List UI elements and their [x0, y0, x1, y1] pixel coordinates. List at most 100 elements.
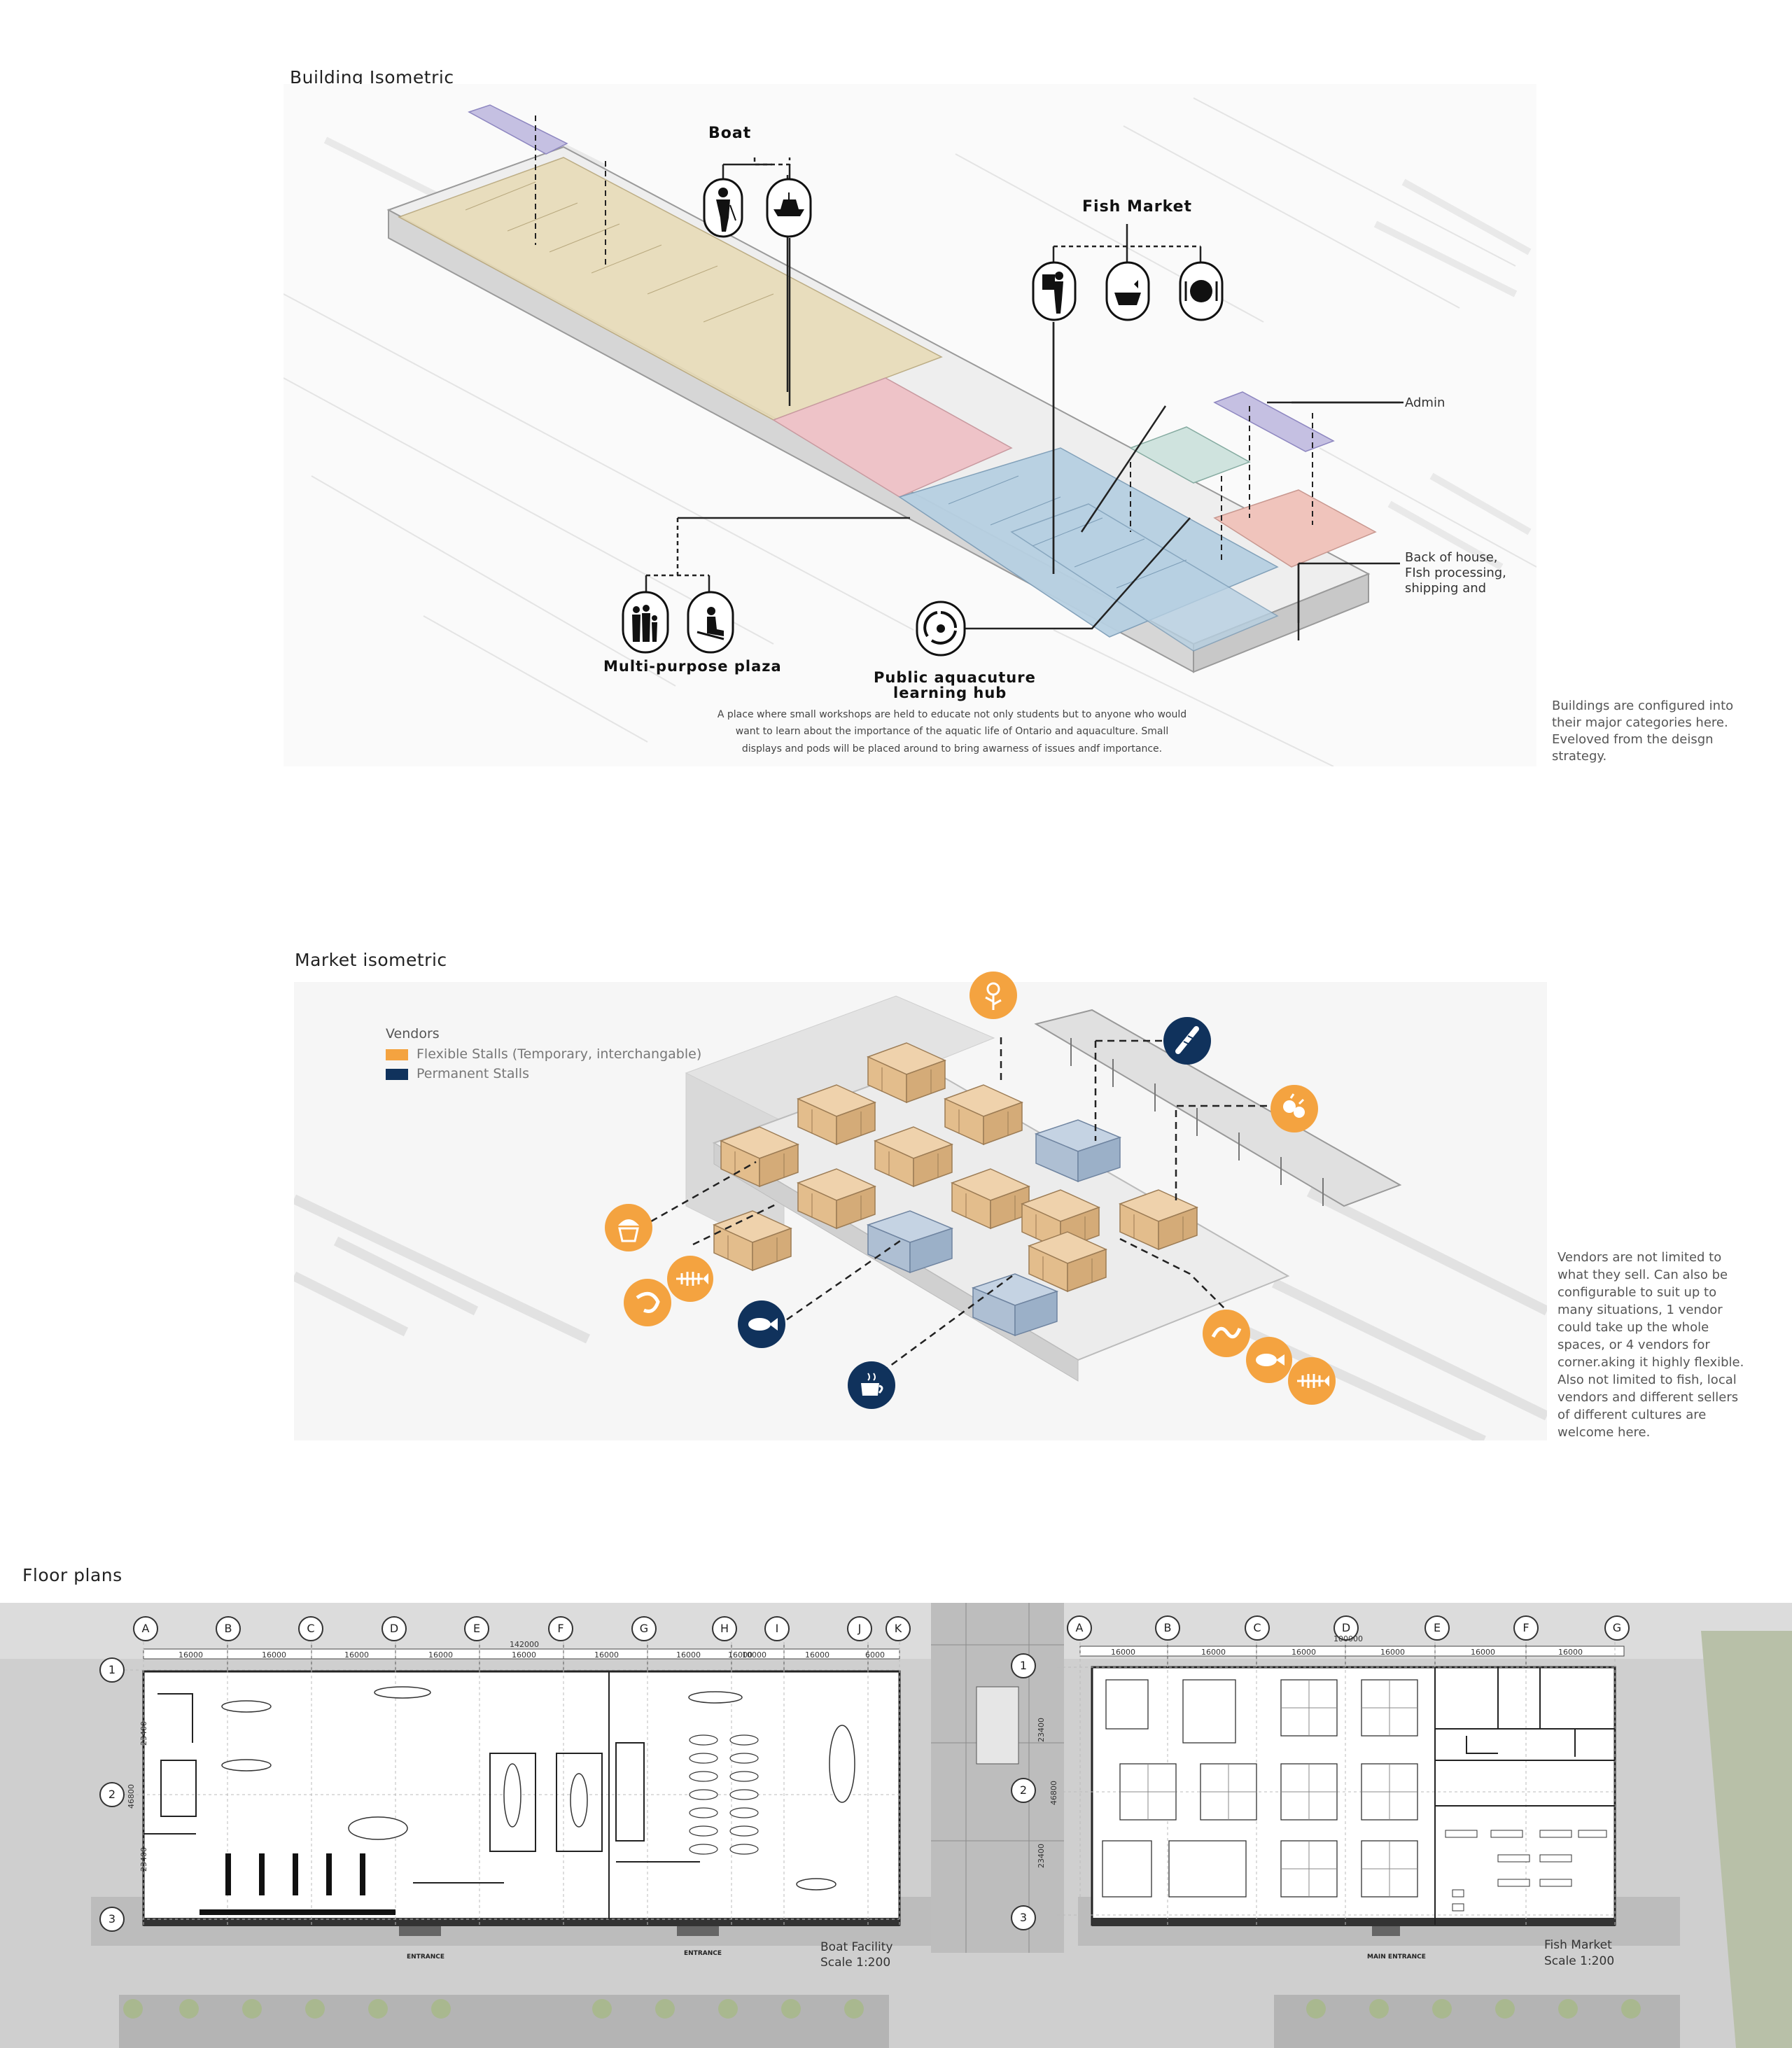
porter-icon [1032, 261, 1077, 321]
floor-plans-site [0, 1603, 1792, 2048]
fm-grid-a: A [1067, 1615, 1092, 1641]
grid-b: B [216, 1616, 241, 1641]
boat-bay-dim-9: 10000 [742, 1650, 766, 1660]
fish-basket-icon [1105, 261, 1150, 321]
boat-bay-dim-2: 16000 [262, 1650, 286, 1660]
boat-bay-dim-5: 16000 [512, 1650, 536, 1660]
grid-j: J [847, 1616, 872, 1641]
shrimp-icon [624, 1279, 671, 1326]
fm-row-dim-2: 46800 [1049, 1781, 1058, 1805]
fm-grid-c: C [1245, 1615, 1270, 1641]
fm-bay-dim-5: 16000 [1471, 1648, 1495, 1657]
market-note-8: Also not limited to fish, local [1558, 1373, 1737, 1387]
market-note-2: what they sell. Can also be [1558, 1268, 1728, 1282]
building-note-4: strategy. [1552, 749, 1607, 764]
grid-f: F [548, 1616, 573, 1641]
fm-main-entrance: MAIN ENTRANCE [1367, 1954, 1426, 1961]
market-note-3: configurable to suit up to [1558, 1285, 1717, 1300]
market-note-6: spaces, or 4 vendors for [1558, 1338, 1710, 1352]
fm-grid-b: B [1155, 1615, 1180, 1641]
market-note-11: welcome here. [1558, 1425, 1651, 1440]
dining-plate-icon [1179, 261, 1224, 321]
market-note-9: vendors and different sellers [1558, 1390, 1739, 1405]
boat-row-dim-3: 23400 [139, 1847, 148, 1872]
boat-bay-dim-7: 16000 [676, 1650, 701, 1660]
grid-h: H [712, 1616, 737, 1641]
building-note-2: their major categories here. [1552, 715, 1728, 730]
market-note-7: corner.aking it highly flexible. [1558, 1355, 1744, 1370]
fm-grid-row-2: 2 [1011, 1778, 1036, 1803]
vegetables-icon [1270, 1085, 1318, 1132]
back-of-house-label-3: shipping and [1405, 581, 1487, 596]
fm-grid-e: E [1424, 1615, 1450, 1641]
grid-i: I [764, 1616, 790, 1641]
boat-row-dim-1: 23400 [139, 1721, 148, 1746]
floor-plans-title: Floor plans [22, 1565, 122, 1585]
grid-d: D [382, 1616, 407, 1641]
boat-entrance-2: ENTRANCE [684, 1950, 722, 1957]
grid-row-3: 3 [99, 1907, 125, 1932]
boat-bay-dim-8: 16000 [728, 1650, 752, 1660]
fm-plan-label-1: Fish Market [1544, 1938, 1612, 1952]
fisherman-icon [703, 178, 743, 238]
market-stalls [650, 1037, 1267, 1373]
boat-bay-dim-1: 16000 [178, 1650, 203, 1660]
fm-grid-f: F [1513, 1615, 1539, 1641]
fm-grid-row-1: 1 [1011, 1653, 1036, 1678]
hub-label-1: Public aquacuture [874, 669, 1036, 686]
fish-skeleton-icon [667, 1256, 713, 1302]
hub-description-2: want to learn about the importance of th… [735, 726, 1169, 737]
legend-flexible: Flexible Stalls (Temporary, interchangab… [386, 1046, 701, 1062]
plaza-label: Multi-purpose plaza [603, 658, 782, 675]
fm-row-dim-3: 23400 [1037, 1844, 1046, 1868]
grid-row-2: 2 [99, 1782, 125, 1807]
fm-grid-g: G [1604, 1615, 1630, 1641]
fm-bay-dim-6: 16000 [1558, 1648, 1583, 1657]
fm-bay-dim-4: 16000 [1380, 1648, 1405, 1657]
market-note-1: Vendors are not limited to [1558, 1250, 1722, 1265]
boat-icon [766, 178, 812, 238]
market-note-4: many situations, 1 vendor [1558, 1303, 1723, 1317]
fish-market-label: Fish Market [1082, 198, 1193, 216]
back-of-house-label-1: Back of house, [1405, 550, 1498, 565]
market-note-10: of different cultures are [1558, 1408, 1707, 1422]
family-icon [622, 591, 669, 654]
grid-c: C [298, 1616, 323, 1641]
boat-bay-dim-10: 16000 [805, 1650, 830, 1660]
hub-description-3: displays and pods will be placed around … [741, 743, 1163, 755]
grid-k: K [886, 1616, 911, 1641]
grid-g: G [631, 1616, 657, 1641]
boat-row-dim-2: 46800 [127, 1784, 136, 1809]
fm-bay-dim-3: 16000 [1292, 1648, 1316, 1657]
fm-bay-dim-2: 16000 [1201, 1648, 1226, 1657]
building-callout-lines [645, 157, 1400, 640]
fm-grid-row-3: 3 [1011, 1905, 1036, 1930]
boat-label: Boat [708, 125, 752, 142]
boat-bay-dim-6: 16000 [594, 1650, 619, 1660]
back-of-house-label-2: FIsh processing, [1405, 566, 1506, 580]
fish-icon-orange [1246, 1337, 1292, 1383]
baguette-icon [1163, 1017, 1211, 1065]
grid-e: E [464, 1616, 489, 1641]
fm-row-dim-1: 23400 [1037, 1718, 1046, 1742]
boat-entrance-1: ENTRANCE [407, 1954, 444, 1961]
fm-bay-dim-1: 16000 [1111, 1648, 1135, 1657]
boat-bay-dim-11: 6000 [865, 1650, 885, 1660]
fish-skeleton-icon-2 [1288, 1357, 1336, 1405]
building-note-3: Eveloved from the deisgn [1552, 732, 1714, 747]
hub-description-1: A place where small workshops are held t… [717, 709, 1187, 720]
fm-plan-label-2: Scale 1:200 [1544, 1954, 1615, 1968]
boat-bay-dim-4: 16000 [428, 1650, 453, 1660]
boat-plan-label-2: Scale 1:200 [820, 1956, 891, 1970]
grid-row-1: 1 [99, 1657, 125, 1683]
legend-title: Vendors [386, 1026, 440, 1041]
seated-person-icon [687, 591, 734, 654]
building-note-1: Buildings are configured into [1552, 699, 1734, 713]
fish-icon-blue [738, 1300, 785, 1348]
legend-permanent: Permanent Stalls [386, 1066, 529, 1081]
fm-overall-dim: 100000 [1334, 1634, 1363, 1643]
market-isometric-title: Market isometric [295, 950, 447, 970]
boat-overall-dim: 142000 [510, 1640, 539, 1649]
fm-grid-d: D [1334, 1615, 1359, 1641]
cupcake-icon [605, 1204, 652, 1251]
